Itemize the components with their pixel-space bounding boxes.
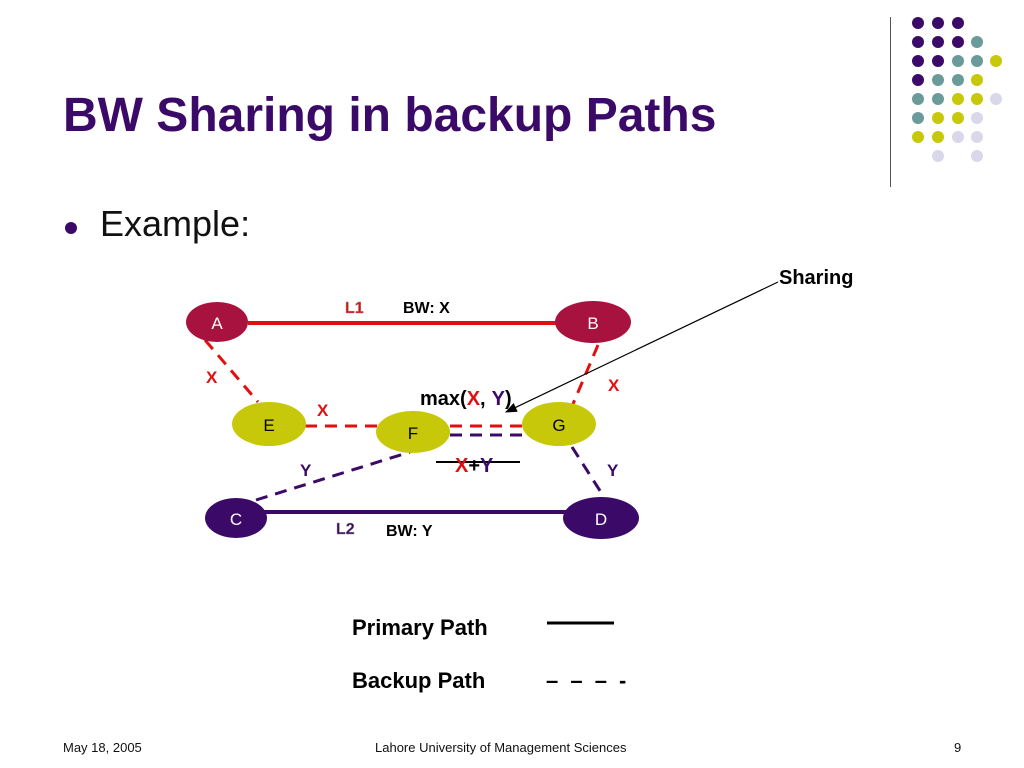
max-y: Y <box>492 388 506 410</box>
sum-plus: + <box>468 455 480 477</box>
max-expression: max(X, Y) <box>420 388 512 410</box>
sharing-arrow <box>504 281 779 413</box>
legend-primary-label: Primary Path <box>352 615 488 640</box>
sum-x: X <box>455 455 469 477</box>
backup-gd <box>570 446 606 498</box>
node-f <box>376 411 450 453</box>
node-a <box>186 302 248 342</box>
link-l1-bw: BW: X <box>403 300 450 317</box>
node-d-label: D <box>595 510 607 529</box>
legend-backup-label: Backup Path <box>352 668 486 693</box>
backup-cf <box>255 450 411 502</box>
sharing-label: Sharing <box>779 267 853 289</box>
edge-cf-label: Y <box>300 461 312 480</box>
edge-bg-label: X <box>608 376 620 395</box>
node-c <box>205 498 267 538</box>
decorative-dot-grid <box>912 17 1002 162</box>
sum-expression: X+Y <box>455 455 494 477</box>
link-l2-label: L2 <box>336 521 355 538</box>
bullet-dot-icon <box>65 222 77 234</box>
node-b <box>555 301 631 343</box>
sum-y: Y <box>480 455 494 477</box>
node-b-label: B <box>587 314 598 333</box>
max-x: X <box>467 388 481 410</box>
bullet-text: Example: <box>100 203 251 244</box>
footer-organization: Lahore University of Management Sciences <box>375 740 627 755</box>
slide-title: BW Sharing in backup Paths <box>63 89 717 142</box>
max-suffix: ) <box>505 388 512 410</box>
link-l2-bw: BW: Y <box>386 523 433 540</box>
backup-ae <box>203 339 260 403</box>
node-g-label: G <box>552 416 565 435</box>
backup-gb <box>571 344 600 405</box>
footer-date: May 18, 2005 <box>63 740 142 755</box>
node-e <box>232 402 306 446</box>
node-c-label: C <box>230 510 242 529</box>
link-l1-label: L1 <box>345 300 364 317</box>
node-e-label: E <box>263 416 274 435</box>
max-comma: , <box>480 388 486 410</box>
edge-ae-label: X <box>206 368 218 387</box>
node-g <box>522 402 596 446</box>
title-divider <box>890 17 891 187</box>
legend-backup-sample: – – – - <box>546 668 630 693</box>
node-d <box>563 497 639 539</box>
footer-page-number: 9 <box>954 740 962 755</box>
node-a-label: A <box>211 314 223 333</box>
max-prefix: max( <box>420 388 467 410</box>
edge-gd-label: Y <box>607 461 619 480</box>
node-f-label: F <box>408 424 418 443</box>
edge-ef-label: X <box>317 401 329 420</box>
